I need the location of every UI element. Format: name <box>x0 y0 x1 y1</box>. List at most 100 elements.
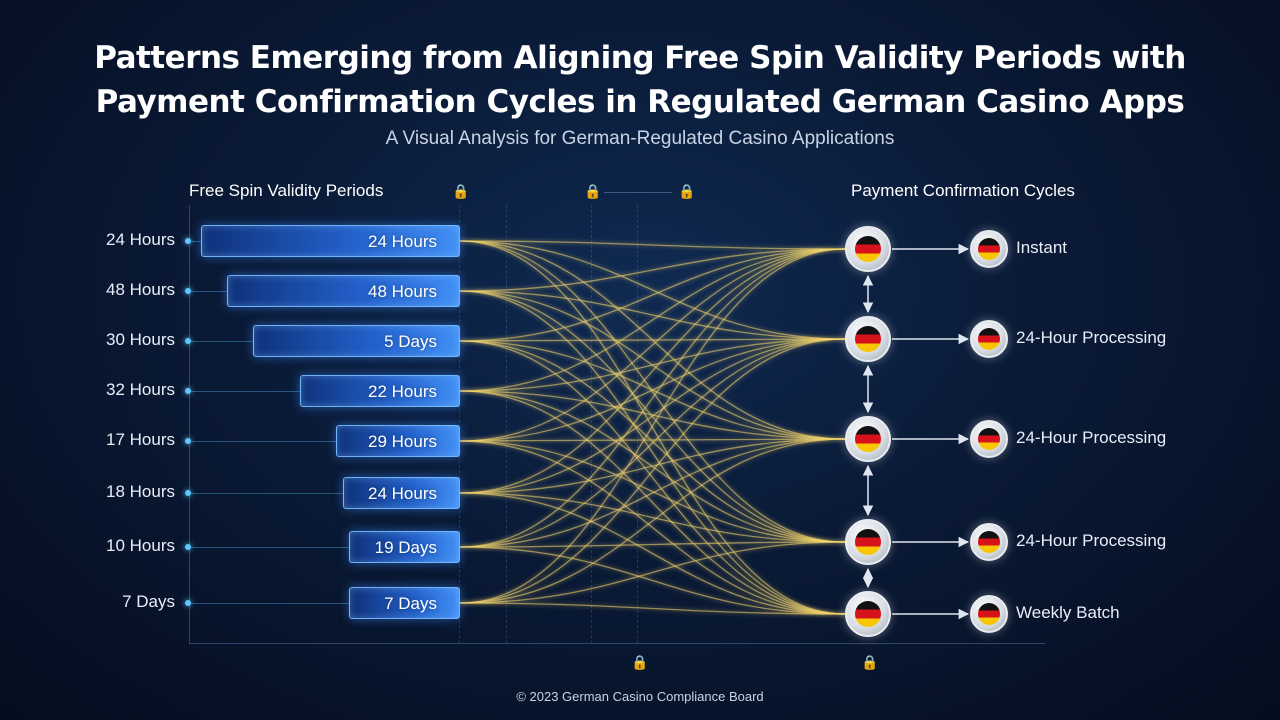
link-curve <box>459 546 846 615</box>
link-curve <box>459 290 846 340</box>
row-connector <box>191 441 336 442</box>
validity-bar: 48 Hours <box>227 275 460 307</box>
link-curve <box>459 492 846 615</box>
german-flag-icon <box>845 591 891 637</box>
flag <box>855 601 881 627</box>
link-curve <box>459 338 846 392</box>
lock-icon: 🔒 <box>452 184 470 200</box>
link-curve <box>459 541 846 548</box>
lock-icon: 🔒 <box>861 655 879 671</box>
lock-connector <box>604 192 672 193</box>
row-connector <box>191 493 343 494</box>
chart-frame <box>189 205 1045 644</box>
row-label: 7 Days <box>122 592 175 611</box>
flag <box>855 426 881 452</box>
link-curve <box>459 390 846 440</box>
row-connector <box>191 391 300 392</box>
link-curve <box>459 440 846 615</box>
cycle-label: 24-Hour Processing <box>1016 531 1167 550</box>
link-curve <box>459 340 846 543</box>
validity-bar: 7 Days <box>349 587 460 619</box>
row-connector <box>191 547 349 548</box>
link-curve <box>459 240 846 615</box>
validity-bar: 22 Hours <box>300 375 460 407</box>
link-curve <box>459 240 846 250</box>
subtitle: A Visual Analysis for German-Regulated C… <box>385 128 895 149</box>
lock-icon: 🔒 <box>678 184 696 200</box>
flag <box>855 529 881 555</box>
row-dot <box>185 288 191 294</box>
cycle-label: 24-Hour Processing <box>1016 328 1167 347</box>
row-connector <box>191 341 253 342</box>
row-label: 18 Hours <box>106 482 175 501</box>
german-flag-icon <box>970 523 1008 561</box>
link-curve <box>459 338 846 494</box>
flag <box>978 238 1000 260</box>
link-curve <box>459 602 846 615</box>
row-connector <box>191 291 227 292</box>
link-curve <box>459 390 846 615</box>
german-flag-icon <box>970 595 1008 633</box>
link-curve <box>459 340 846 615</box>
german-flag-icon <box>845 316 891 362</box>
row-dot <box>185 490 191 496</box>
link-curve <box>459 248 846 392</box>
link-curve <box>459 338 846 604</box>
row-connector <box>191 603 349 604</box>
german-flag-icon <box>970 230 1008 268</box>
link-curve <box>459 438 846 604</box>
bar-label: 29 Hours <box>368 432 437 451</box>
link-curve <box>459 338 846 342</box>
validity-bar: 24 Hours <box>201 225 460 257</box>
row-connector <box>191 241 201 242</box>
row-label: 30 Hours <box>106 330 175 349</box>
row-label: 48 Hours <box>106 280 175 299</box>
bar-label: 24 Hours <box>368 484 437 503</box>
link-curve <box>459 248 846 292</box>
lock-icon: 🔒 <box>584 184 602 200</box>
link-curve <box>459 248 846 342</box>
link-curve <box>459 440 846 543</box>
row-label: 17 Hours <box>106 430 175 449</box>
flag <box>855 326 881 352</box>
row-dot <box>185 388 191 394</box>
link-curve <box>459 438 846 494</box>
bar-label: 48 Hours <box>368 282 437 301</box>
row-dot <box>185 338 191 344</box>
link-curve <box>459 338 846 442</box>
flag <box>855 236 881 262</box>
grid-line <box>591 205 592 643</box>
german-flag-icon <box>845 519 891 565</box>
link-curve <box>459 248 846 494</box>
row-label: 24 Hours <box>106 230 175 249</box>
bar-label: 22 Hours <box>368 382 437 401</box>
validity-bar: 24 Hours <box>343 477 460 509</box>
german-flag-icon <box>845 416 891 462</box>
grid-line <box>459 205 460 643</box>
validity-bar: 19 Days <box>349 531 460 563</box>
row-label: 32 Hours <box>106 380 175 399</box>
link-curve <box>459 240 846 543</box>
flag <box>978 328 1000 350</box>
cycle-label: 24-Hour Processing <box>1016 428 1167 447</box>
cycle-label: Weekly Batch <box>1016 603 1120 622</box>
flag <box>978 428 1000 450</box>
left-heading: Free Spin Validity Periods <box>189 181 384 200</box>
validity-bar: 5 Days <box>253 325 460 357</box>
right-heading: Payment Confirmation Cycles <box>851 181 1075 200</box>
german-flag-icon <box>970 320 1008 358</box>
german-flag-icon <box>845 226 891 272</box>
flag <box>978 531 1000 553</box>
link-curve <box>459 290 846 615</box>
grid-line <box>506 205 507 643</box>
link-curve <box>459 248 846 442</box>
link-curve <box>459 492 846 543</box>
footer: © 2023 German Casino Compliance Board <box>516 689 764 704</box>
title-line-1: Patterns Emerging from Aligning Free Spi… <box>94 40 1186 76</box>
cycle-label: Instant <box>1016 238 1068 257</box>
row-label: 10 Hours <box>106 536 175 555</box>
row-dot <box>185 600 191 606</box>
german-flag-icon <box>970 420 1008 458</box>
link-curve <box>459 248 846 548</box>
link-curve <box>459 240 846 340</box>
